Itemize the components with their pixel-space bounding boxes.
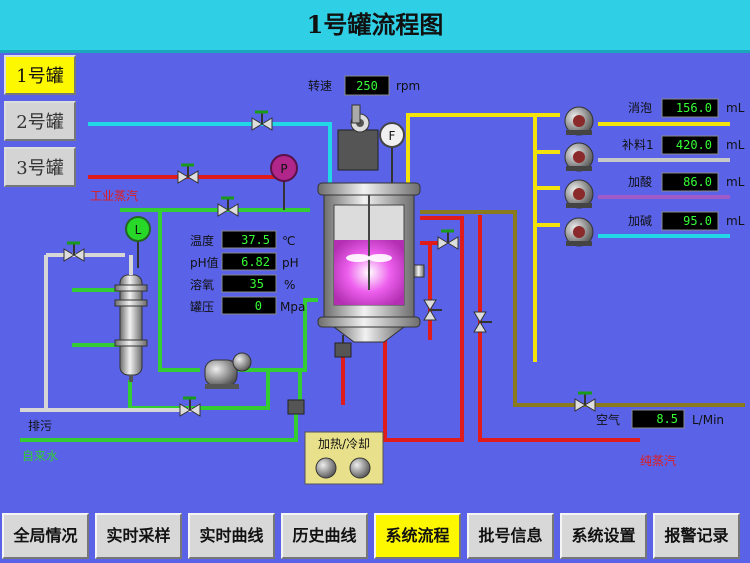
svg-text:420.0: 420.0 (676, 138, 712, 152)
industrial-steam-label: 工业蒸汽 (90, 188, 138, 203)
heat-exchanger (114, 255, 148, 382)
svg-text:加碱: 加碱 (628, 214, 652, 228)
pipe-yellow (406, 113, 730, 362)
heat-button[interactable] (315, 457, 337, 479)
feed-pump-base[interactable] (564, 217, 594, 247)
svg-text:加酸: 加酸 (628, 174, 652, 189)
feed-acid: 加酸 86.0 mL (628, 172, 745, 192)
svg-text:消泡: 消泡 (628, 101, 652, 115)
nav-realtime-sampling[interactable]: 实时采样 (95, 513, 182, 559)
drain-label: 排污 (28, 419, 52, 433)
nav-batch-info[interactable]: 批号信息 (467, 513, 554, 559)
valve-icon[interactable] (251, 110, 273, 131)
tank-2-button[interactable]: 2号罐 (4, 101, 76, 141)
svg-text:空气: 空气 (596, 412, 620, 427)
title-bar: 1号罐流程图 (0, 0, 750, 53)
bottom-nav: 全局情况 实时采样 实时曲线 历史曲线 系统流程 批号信息 系统设置 报警记录 (0, 505, 750, 563)
svg-text:L/Min: L/Min (692, 413, 724, 427)
svg-text:37.5: 37.5 (241, 233, 270, 247)
svg-text:罐压: 罐压 (190, 300, 214, 314)
feed-antifoam: 消泡 156.0 mL (628, 98, 745, 118)
valve-icon[interactable] (217, 196, 239, 217)
cool-button[interactable] (349, 457, 371, 479)
nav-realtime-curve[interactable]: 实时曲线 (188, 513, 275, 559)
pressure-gauge-icon: P (270, 154, 298, 210)
nav-history-curve[interactable]: 历史曲线 (281, 513, 368, 559)
level-gauge-icon: L (125, 216, 151, 268)
svg-text:pH: pH (282, 256, 299, 270)
process-flow-diagram: L P F 转速 250 rpm 温度 (20, 75, 745, 485)
tap-water-label: 自来水 (22, 449, 58, 463)
sensor-dissolved-oxygen: 溶氧 35 % (190, 274, 295, 293)
pipe-drain (20, 253, 200, 412)
nav-overview[interactable]: 全局情况 (2, 513, 89, 559)
svg-text:Mpa: Mpa (280, 300, 305, 314)
valve-icon[interactable] (574, 391, 596, 412)
valve-icon[interactable] (179, 396, 201, 417)
svg-text:溶氧: 溶氧 (190, 277, 214, 292)
page-title: 1号罐流程图 (306, 10, 444, 39)
heat-cool-label: 加热/冷却 (318, 437, 370, 451)
flow-gauge-icon: F (379, 122, 405, 148)
speed-label: 转速 (308, 78, 332, 93)
svg-text:86.0: 86.0 (683, 175, 712, 189)
pressure-gauge-label: P (280, 162, 287, 176)
feed-pump-acid[interactable] (564, 179, 594, 209)
svg-text:mL: mL (726, 175, 745, 189)
svg-text:%: % (284, 278, 295, 292)
speed-unit: rpm (396, 79, 420, 93)
pure-steam-label: 纯蒸汽 (640, 453, 676, 468)
tank-1-button[interactable]: 1号罐 (4, 55, 76, 95)
heat-cool-panel[interactable]: 加热/冷却 (304, 431, 384, 485)
svg-text:0: 0 (255, 299, 262, 313)
svg-text:温度: 温度 (190, 233, 214, 248)
feed-base: 加碱 95.0 mL (628, 211, 745, 231)
speed-value: 250 (356, 79, 378, 93)
sensor-temperature: 温度 37.5 ℃ (190, 230, 295, 249)
flow-gauge-label: F (389, 129, 396, 143)
fermenter-tank (317, 104, 425, 343)
bottom-valve-icon[interactable] (334, 335, 352, 358)
svg-text:6.82: 6.82 (241, 255, 270, 269)
feed-pump-antifoam[interactable] (564, 106, 594, 136)
tank-3-button[interactable]: 3号罐 (4, 147, 76, 187)
svg-text:℃: ℃ (282, 234, 295, 248)
valve-icon[interactable] (63, 241, 85, 262)
svg-text:补料1: 补料1 (622, 138, 654, 152)
bottom-valve-icon[interactable] (287, 399, 305, 415)
pipe-olive (420, 210, 745, 407)
pump-icon[interactable] (204, 352, 252, 389)
valve-icon[interactable] (437, 229, 459, 250)
sensor-ph: pH值 6.82 pH (190, 252, 299, 271)
nav-system-settings[interactable]: 系统设置 (560, 513, 647, 559)
speed-display (344, 75, 390, 96)
svg-text:mL: mL (726, 101, 745, 115)
svg-text:95.0: 95.0 (683, 214, 712, 228)
air-flow: 空气 8.5 L/Min (596, 409, 724, 429)
valve-icon[interactable] (473, 311, 492, 333)
svg-text:8.5: 8.5 (656, 412, 678, 426)
svg-text:mL: mL (726, 138, 745, 152)
level-gauge-label: L (135, 223, 142, 237)
sensor-pressure: 罐压 0 Mpa (190, 296, 305, 315)
nav-alarm-log[interactable]: 报警记录 (653, 513, 740, 559)
svg-text:156.0: 156.0 (676, 101, 712, 115)
feed-feed1: 补料1 420.0 mL (622, 135, 745, 155)
feed-pump-feed1[interactable] (564, 142, 594, 172)
svg-text:mL: mL (726, 214, 745, 228)
nav-system-flow[interactable]: 系统流程 (374, 513, 461, 559)
svg-text:pH值: pH值 (190, 255, 219, 270)
valve-icon[interactable] (177, 163, 199, 184)
valve-icon[interactable] (423, 299, 442, 321)
svg-text:35: 35 (250, 277, 264, 291)
pipe-cyan-top (88, 122, 332, 185)
